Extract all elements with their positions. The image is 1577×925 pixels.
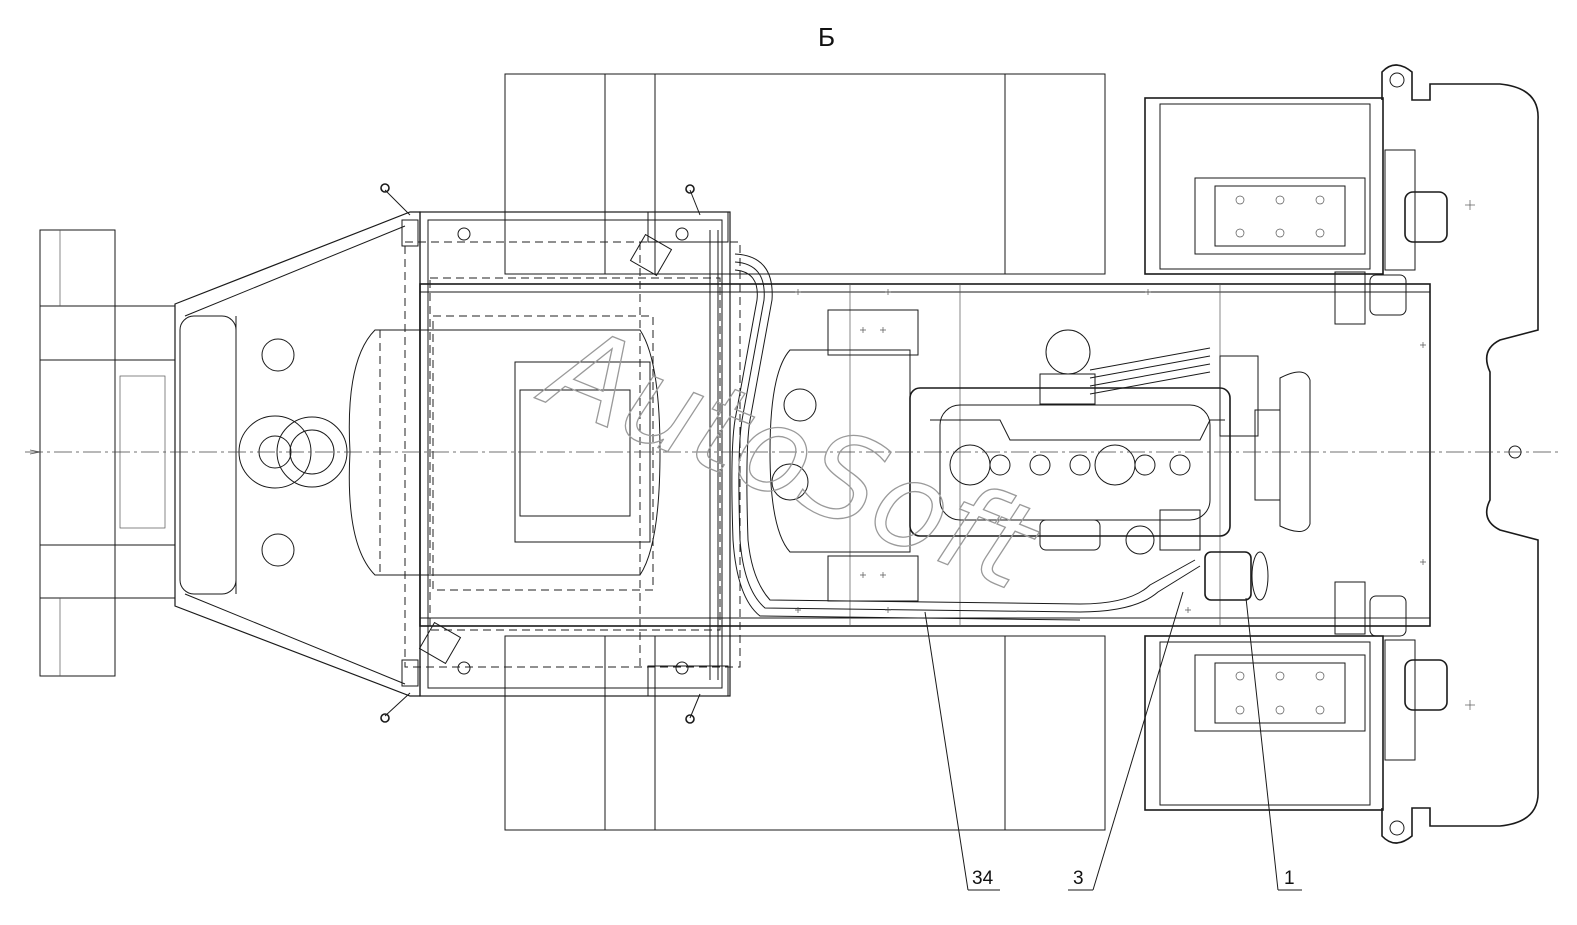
callout-3-label: 3 xyxy=(1073,868,1084,889)
callout-1: 1 xyxy=(1245,597,1302,891)
callout-3: 3 xyxy=(1068,591,1184,891)
rear-counterweight xyxy=(1381,64,1539,844)
callout-1-label: 1 xyxy=(1284,868,1295,889)
reference-marks xyxy=(795,289,1426,613)
front-hitch xyxy=(29,229,176,677)
track-frame-outline xyxy=(504,73,1106,831)
cab-front-section xyxy=(174,183,421,723)
cab-body xyxy=(348,184,741,724)
battery-box-upper xyxy=(1144,97,1448,325)
hose-run xyxy=(731,253,1201,621)
callout-34: 34 xyxy=(924,611,1000,891)
gearbox-housing xyxy=(769,309,919,602)
watermark: AutoSoft xyxy=(523,295,1056,618)
view-label: Б xyxy=(818,22,835,52)
callout-34-label: 34 xyxy=(972,868,994,889)
engine xyxy=(909,329,1311,601)
battery-box-lower xyxy=(1144,581,1448,811)
